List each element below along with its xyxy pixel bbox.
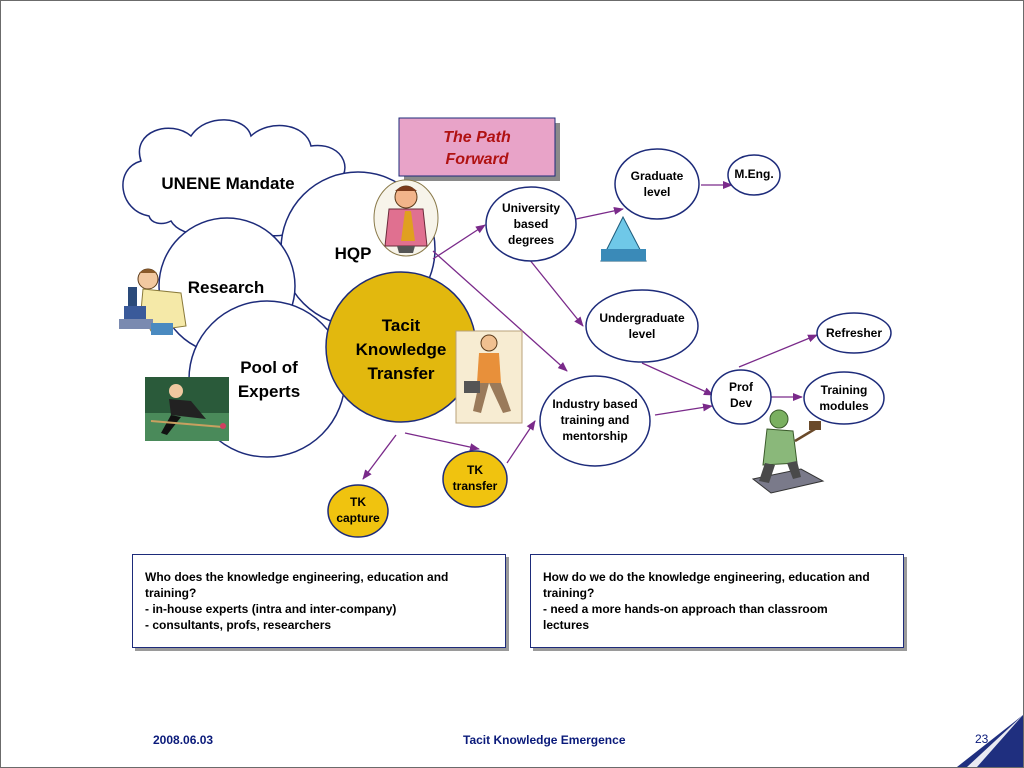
profdev-line2: Dev [730, 396, 752, 410]
manager-clipart [373, 179, 439, 257]
meng-node: M.Eng. [727, 154, 781, 196]
how-question-line2: training? [543, 586, 595, 600]
industry-line1: Industry based [552, 397, 637, 411]
prof-dev-node: Prof Dev [710, 369, 772, 425]
worker-hammer-clipart [751, 409, 825, 494]
arrow-hqp-to-university [432, 224, 486, 260]
university-line1: University [502, 201, 560, 215]
question-box-how: How do we do the knowledge engineering, … [530, 554, 904, 648]
tacit-label-line3: Transfer [367, 364, 434, 383]
refresher-label: Refresher [826, 326, 882, 340]
footer-page-number: 23 [975, 732, 989, 746]
pool-label-line2: Experts [238, 382, 300, 401]
arrow-profdev-to-refresher [738, 334, 818, 368]
how-answer-line1: - need a more hands-on approach than cla… [543, 602, 828, 616]
training-modules-node: Training modules [803, 371, 885, 425]
scientist-microscope-clipart [119, 268, 187, 335]
graduate-line1: Graduate [631, 169, 684, 183]
footer-date: 2008.06.03 [153, 733, 214, 747]
tk-transfer-line1: TK [467, 463, 483, 477]
how-answer-line2: lectures [543, 618, 590, 632]
tk-transfer-line2: transfer [453, 479, 498, 493]
tacit-label-line1: Tacit [382, 316, 421, 335]
graduate-line2: level [644, 185, 671, 199]
who-answer-line2: - consultants, profs, researchers [145, 618, 332, 632]
graduate-level-node: Graduate level [614, 148, 700, 220]
how-question-line1: How do we do the knowledge engineering, … [543, 570, 870, 584]
tk-capture-line1: TK [350, 495, 366, 509]
path-forward-line1: The Path [443, 129, 511, 146]
walking-man-clipart [455, 330, 523, 424]
tk-capture-line2: capture [336, 511, 380, 525]
arrow-undergraduate-to-profdev [641, 362, 714, 396]
arrows [362, 181, 818, 480]
who-question-line1: Who does the knowledge engineering, educ… [145, 570, 449, 584]
arrow-university-to-undergraduate [528, 258, 584, 327]
path-forward-box: The Path Forward [398, 117, 560, 181]
question-box-who: Who does the knowledge engineering, educ… [132, 554, 506, 648]
training-line2: modules [819, 399, 869, 413]
meng-label: M.Eng. [734, 167, 773, 181]
arrow-tacit-to-tktransfer [404, 432, 480, 452]
who-answer-line1: - in-house experts (intra and inter-comp… [145, 602, 397, 616]
profdev-line1: Prof [729, 380, 754, 394]
tacit-label-line2: Knowledge [356, 340, 447, 359]
industry-line2: training and [561, 413, 630, 427]
undergraduate-level-node: Undergraduate level [585, 289, 699, 363]
arrow-hqp-to-industry [432, 250, 568, 372]
corner-triangle-decoration [957, 715, 1023, 767]
triangle-flask-icon [600, 215, 647, 262]
arrow-tacit-to-tkcapture [362, 434, 397, 480]
arrow-university-to-graduate [575, 206, 624, 220]
hqp-label: HQP [335, 244, 372, 263]
path-forward-line2: Forward [445, 151, 509, 168]
arrow-tktransfer-to-industry [506, 420, 536, 464]
unene-mandate-cloud: UNENE Mandate [122, 119, 346, 237]
undergrad-line1: Undergraduate [599, 311, 685, 325]
refresher-node: Refresher [816, 312, 892, 354]
industry-training-node: Industry based training and mentorship [539, 375, 651, 467]
undergrad-line2: level [629, 327, 656, 341]
who-question-line2: training? [145, 586, 197, 600]
tk-capture-node: TK capture [327, 484, 389, 538]
billiards-player-clipart [145, 377, 229, 441]
tacit-knowledge-transfer-node: Tacit Knowledge Transfer [325, 271, 477, 423]
research-label: Research [188, 278, 265, 297]
university-line2: based [514, 217, 549, 231]
university-line3: degrees [508, 233, 554, 247]
unene-label: UNENE Mandate [161, 174, 294, 193]
arrow-industry-to-profdev [654, 403, 713, 416]
industry-line3: mentorship [562, 429, 627, 443]
pool-label-line1: Pool of [240, 358, 298, 377]
footer-title: Tacit Knowledge Emergence [463, 733, 626, 747]
tk-transfer-node: TK transfer [442, 450, 508, 508]
university-degrees-node: University based degrees [485, 186, 577, 262]
training-line1: Training [821, 383, 868, 397]
